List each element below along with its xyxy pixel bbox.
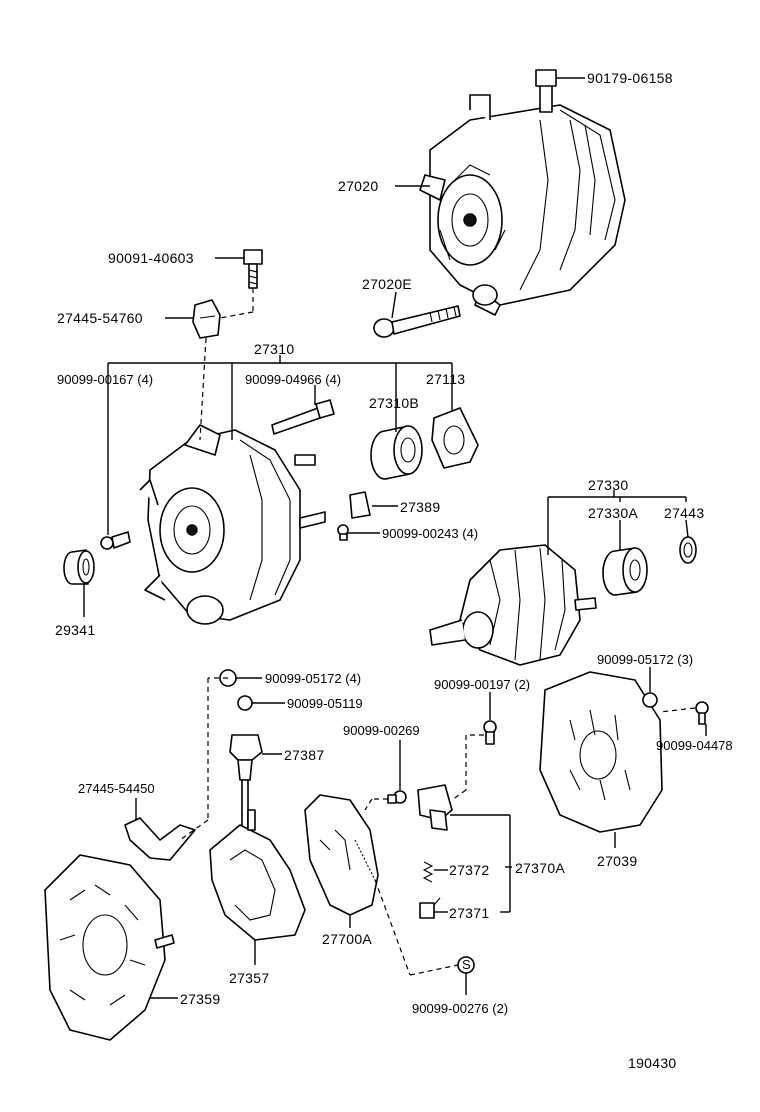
label-27443: 27443 — [664, 505, 704, 521]
label-27389: 27389 — [400, 499, 440, 515]
label-90099-00167: 90099-00167 (4) — [57, 372, 153, 387]
bearing-27310B-drawing — [370, 425, 423, 480]
label-27330: 27330 — [588, 477, 628, 493]
regulator-27700A-drawing — [304, 794, 379, 916]
alternator-assembly-drawing — [419, 69, 626, 316]
label-27370A: 27370A — [515, 860, 565, 876]
retainer-plate-drawing — [431, 407, 479, 469]
label-27020: 27020 — [338, 178, 378, 194]
label-27357: 27357 — [229, 970, 269, 986]
label-90099-04966: 90099-04966 (4) — [245, 372, 341, 387]
label-27310: 27310 — [254, 341, 294, 357]
screw-00167-drawing — [100, 531, 131, 550]
label-27310B: 27310B — [369, 395, 419, 411]
label-27039: 27039 — [597, 853, 637, 869]
bracket-27445-54760-drawing — [192, 299, 221, 339]
label-27371: 27371 — [449, 905, 489, 921]
label-90099-00243: 90099-00243 (4) — [382, 526, 478, 541]
rectifier-27357-drawing — [209, 809, 306, 941]
ring-27443-drawing — [679, 536, 697, 564]
nut-05172-3-drawing — [642, 692, 658, 708]
label-90099-05172-4: 90099-05172 (4) — [265, 671, 361, 686]
leader-lines — [83, 77, 707, 999]
part-labels: 90179-06158 27020 90091-40603 27020E 274… — [55, 70, 733, 1071]
screw-00269-drawing — [387, 790, 407, 804]
label-90099-05172-3: 90099-05172 (3) — [597, 652, 693, 667]
nut-05119-drawing — [237, 695, 253, 711]
label-27700A: 27700A — [322, 931, 372, 947]
bolt-04966-drawing — [271, 399, 335, 435]
brush-27371-drawing — [419, 897, 441, 919]
label-90099-04478: 90099-04478 — [656, 738, 733, 753]
bolt-04478-drawing — [695, 701, 709, 725]
svg-text:S: S — [462, 957, 471, 972]
bracket-27445-54450-drawing — [124, 817, 196, 861]
label-27445-54450: 27445-54450 — [78, 781, 155, 796]
screw-00197-drawing — [483, 720, 497, 745]
rear-end-frame-27359-drawing — [44, 854, 175, 1041]
insulator-27387-drawing — [229, 734, 263, 836]
drive-end-frame-drawing — [139, 424, 326, 625]
rotor-drawing — [429, 544, 597, 666]
label-27330A: 27330A — [588, 505, 638, 521]
rear-cover-27039-drawing — [539, 671, 663, 833]
label-90099-00276: 90099-00276 (2) — [412, 1001, 508, 1016]
cover-27389-drawing — [349, 491, 371, 519]
brush-holder-drawing — [417, 784, 453, 831]
washer-00276-drawing: S — [457, 956, 475, 974]
spring-27372-drawing — [422, 861, 434, 883]
bolt-90091-drawing — [243, 249, 263, 289]
label-90099-00269: 90099-00269 — [343, 723, 420, 738]
label-90179-06158: 90179-06158 — [587, 70, 673, 86]
through-bolt-drawing — [373, 305, 461, 338]
label-90091-40603: 90091-40603 — [108, 250, 194, 266]
label-90099-00197: 90099-00197 (2) — [434, 677, 530, 692]
screw-00243-drawing — [337, 524, 349, 541]
label-27387: 27387 — [284, 747, 324, 763]
label-27113: 27113 — [426, 371, 465, 387]
label-27372: 27372 — [449, 862, 489, 878]
label-27445-54760: 27445-54760 — [57, 310, 143, 326]
label-90099-05119: 90099-05119 — [287, 696, 363, 711]
diagram-number: 190430 — [628, 1055, 677, 1071]
seal-29341-drawing — [63, 549, 95, 585]
label-29341: 29341 — [55, 622, 95, 638]
bearing-27330A-drawing — [602, 547, 648, 596]
label-27020E: 27020E — [362, 276, 412, 292]
label-27359: 27359 — [180, 991, 220, 1007]
